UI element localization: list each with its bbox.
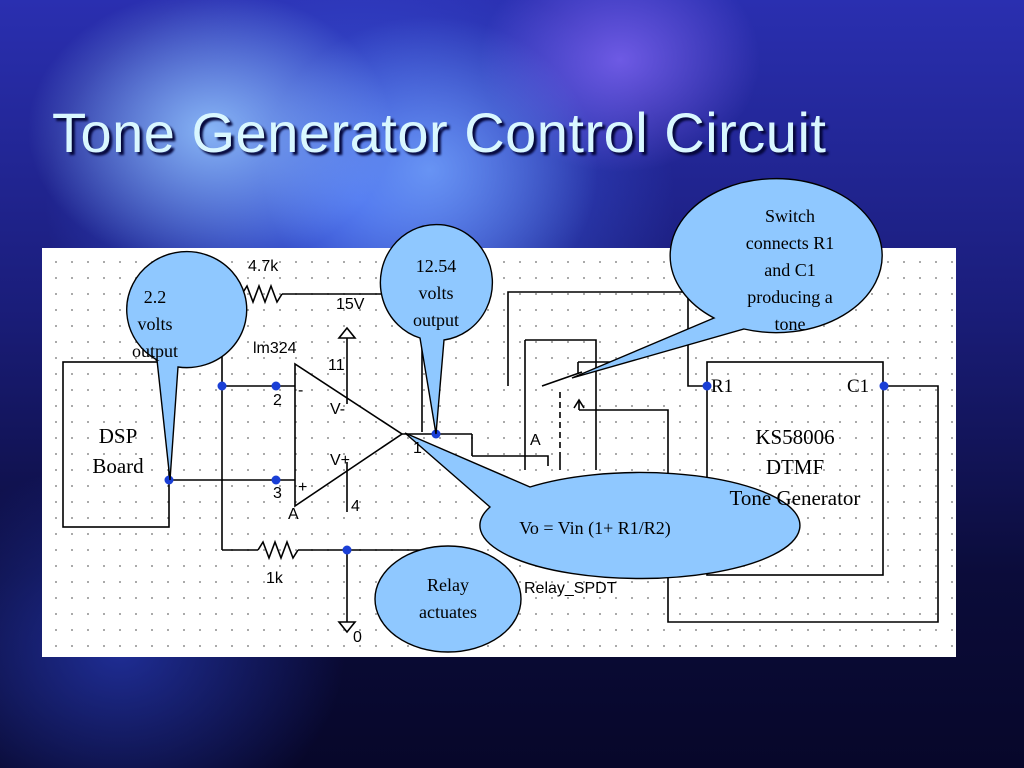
supply-label: 15V [336,296,365,313]
dtmf-generator-label: KS58006 DTMF Tone Generator [729,425,861,510]
ground-symbol [337,621,357,634]
dtmf-box [706,361,884,576]
callout-dsp-output-shape [126,250,248,481]
node-dot [702,381,712,391]
minus-sign-label: - [298,382,304,399]
resistor-top-label: 4.7k [248,258,279,275]
node-dot [271,475,281,485]
pin-1-label: 1 [413,440,422,457]
relay-section-label: A [530,432,541,449]
callout-switch-note: Switch connects R1 and C1 producing a to… [745,206,835,334]
node-dot [342,545,352,555]
node-dot [271,381,281,391]
r1-pin-label: R1 [711,376,734,397]
v-plus-label: V+ [330,452,351,469]
v-minus-label: V- [330,401,346,418]
callout-opamp-output-shape [379,223,494,435]
pin-4-label: 4 [351,498,360,515]
resistor-4-7k [241,283,283,305]
callout-relay-shape [374,545,522,653]
callout-switch-shape [571,177,883,379]
opamp-part-label: lm324 [253,340,297,357]
pin-2-label: 2 [273,392,282,409]
node-dot [164,475,174,485]
dsp-board-label: DSP Board [92,424,144,479]
pin-3-label: 3 [273,485,282,502]
ground-label: 0 [353,629,362,646]
opamp-section-label: A [288,506,299,523]
wire-relay-to-c1 [579,385,939,623]
callout-formula-shape [404,432,801,580]
node-dot [217,381,227,391]
resistor-bottom-label: 1k [266,570,283,587]
callout-formula: Vo = Vin (1+ R1/R2) [519,518,671,538]
pin-11-label: 11 [328,357,345,374]
plus-sign-label: + [298,479,308,496]
relay-frame [525,339,597,470]
callout-opamp-output: 12.54 volts output [412,256,459,330]
wire-to-coil [472,455,549,466]
c1-pin-label: C1 [847,376,870,397]
callout-relay-note: Relay actuates [419,575,477,622]
node-dot [879,381,889,391]
resistor-1k [257,539,299,561]
relay-armature [541,371,583,387]
opamp-symbol [294,362,404,508]
slide-title: Tone Generator Control Circuit [52,101,827,164]
callout-dsp-output: 2.2 volts output [131,287,178,361]
relay-label: Relay_SPDT [524,580,617,597]
supply-symbol [337,326,357,339]
